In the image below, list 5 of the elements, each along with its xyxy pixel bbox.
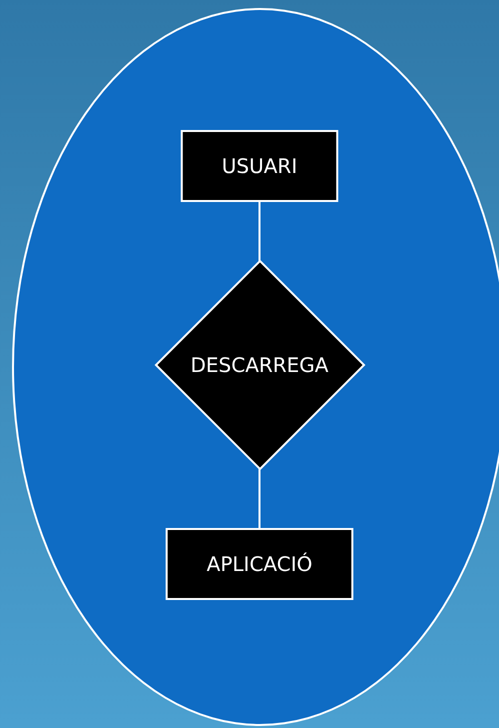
connector (258, 201, 260, 261)
node-box: APLICACIÓ (166, 528, 354, 600)
connector (258, 469, 260, 529)
node-box: USUARI (180, 130, 338, 202)
node-diamond: DESCARREGA (154, 260, 366, 470)
